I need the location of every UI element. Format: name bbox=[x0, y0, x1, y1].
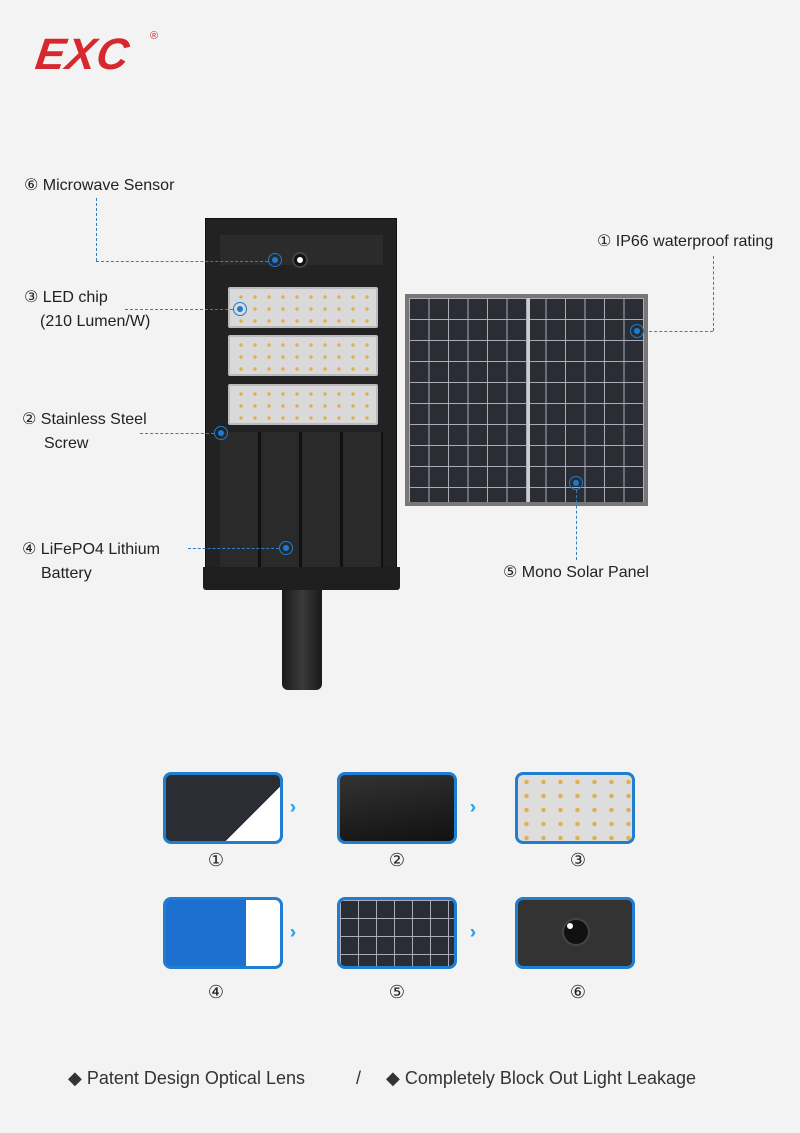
callout-led-lumen: (210 Lumen/W) bbox=[40, 313, 151, 330]
feature-light-leakage: ◆ Completely Block Out Light Leakage bbox=[386, 1068, 697, 1088]
detail-solar-thumbnail bbox=[337, 897, 457, 969]
exc-logo: EXC bbox=[32, 30, 133, 79]
microwave-sensor-lens bbox=[292, 252, 308, 268]
detail-screw-thumbnail bbox=[337, 772, 457, 844]
callout-stainless-screw: ② Stainless Steel bbox=[22, 411, 147, 428]
hotspot-screw bbox=[214, 426, 228, 440]
detail-number: ② bbox=[388, 850, 406, 870]
led-module bbox=[228, 335, 378, 376]
registered-mark: ® bbox=[150, 30, 159, 42]
hotspot-sensor bbox=[268, 253, 282, 267]
detail-number: ⑤ bbox=[388, 982, 406, 1002]
battery-compartment bbox=[220, 432, 383, 568]
hotspot-led bbox=[233, 302, 247, 316]
feature-optical-lens: ◆ Patent Design Optical Lens bbox=[68, 1068, 305, 1088]
detail-battery-thumbnail bbox=[163, 897, 283, 969]
callout-solar-panel: ⑤ Mono Solar Panel bbox=[503, 564, 649, 581]
hotspot-battery bbox=[279, 541, 293, 555]
callout-microwave-sensor: ⑥ Microwave Sensor bbox=[24, 177, 175, 194]
callout-battery: ④ LiFePO4 Lithium bbox=[22, 541, 160, 558]
solar-panel bbox=[405, 294, 648, 506]
led-module bbox=[228, 287, 378, 328]
callout-battery-2: Battery bbox=[41, 565, 92, 582]
feature-separator: / bbox=[356, 1068, 362, 1088]
callout-led-chip: ③ LED chip bbox=[24, 289, 108, 306]
hotspot-solar bbox=[569, 476, 583, 490]
detail-number: ③ bbox=[569, 850, 587, 870]
pole-mount bbox=[282, 590, 322, 690]
callout-screw: Screw bbox=[44, 435, 89, 452]
detail-ip66-thumbnail bbox=[163, 772, 283, 844]
detail-sensor-thumbnail bbox=[515, 897, 635, 969]
detail-led-thumbnail bbox=[515, 772, 635, 844]
lamp-bottom-lip bbox=[203, 567, 400, 590]
detail-number: ④ bbox=[207, 982, 225, 1002]
detail-number: ① bbox=[207, 850, 225, 870]
detail-number: ⑥ bbox=[569, 982, 587, 1002]
led-module bbox=[228, 384, 378, 425]
callout-ip66: ① IP66 waterproof rating bbox=[597, 233, 774, 250]
hotspot-ip66 bbox=[630, 324, 644, 338]
